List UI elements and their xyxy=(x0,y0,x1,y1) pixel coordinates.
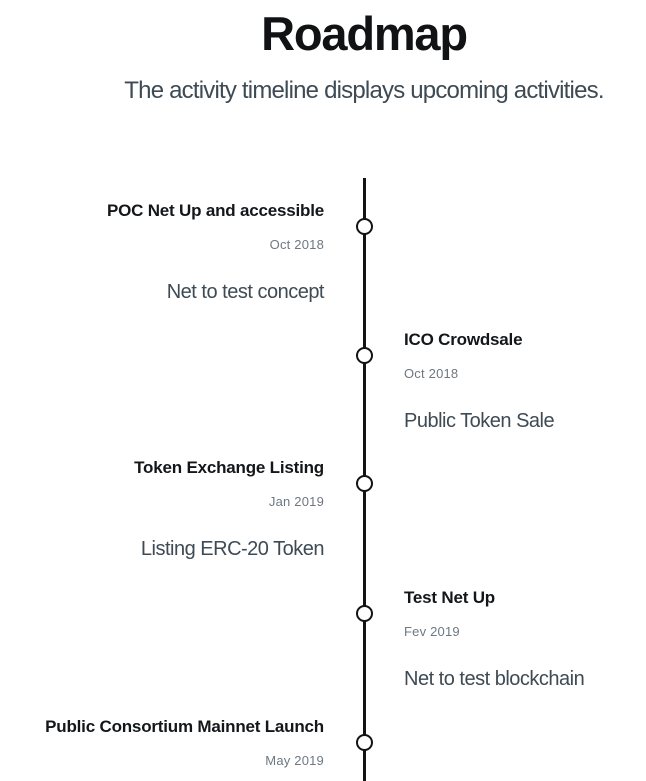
entry-date: Oct 2018 xyxy=(269,237,324,252)
page-title: Roadmap xyxy=(261,7,468,60)
timeline-marker xyxy=(356,734,373,751)
entry-description: Listing ERC-20 Token xyxy=(140,538,325,560)
timeline-entry: Test Net Up Fev 2019 Net to test blockch… xyxy=(404,587,646,691)
entry-description: Net to test concept xyxy=(166,281,325,303)
page-subtitle: The activity timeline displays upcoming … xyxy=(124,77,604,104)
timeline-marker xyxy=(356,475,373,492)
timeline-marker xyxy=(356,347,373,364)
timeline-entry: ICO Crowdsale Oct 2018 Public Token Sale xyxy=(404,329,646,433)
entry-date: Jan 2019 xyxy=(268,494,324,509)
entry-title: POC Net Up and accessible xyxy=(106,201,324,220)
timeline-entry: POC Net Up and accessible Oct 2018 Net t… xyxy=(0,200,325,304)
entry-title: ICO Crowdsale xyxy=(404,330,523,349)
entry-title: Public Consortium Mainnet Launch xyxy=(45,717,324,736)
timeline-marker xyxy=(356,605,373,622)
entry-description: Public Token Sale xyxy=(404,410,555,432)
entry-date: Oct 2018 xyxy=(404,366,459,381)
entry-title: Token Exchange Listing xyxy=(134,458,324,477)
timeline-entry: Token Exchange Listing Jan 2019 Listing … xyxy=(0,457,324,561)
entry-date: May 2019 xyxy=(265,753,324,768)
entry-title: Test Net Up xyxy=(404,588,495,607)
entry-description: Net to test blockchain xyxy=(404,668,585,690)
entry-date: Fev 2019 xyxy=(404,624,460,639)
timeline-marker xyxy=(356,218,373,235)
timeline-entry: Public Consortium Mainnet Launch May 201… xyxy=(0,716,324,769)
header: Roadmap The activity timeline displays u… xyxy=(0,0,646,106)
